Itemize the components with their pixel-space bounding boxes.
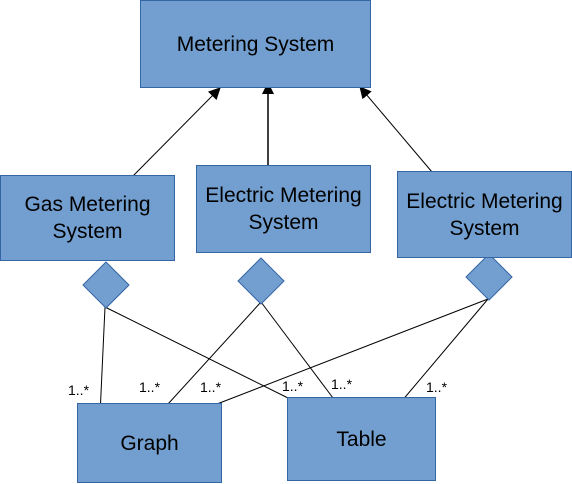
class-gas-metering-system-label: Gas Metering System <box>24 193 151 243</box>
class-graph[interactable]: Graph <box>77 403 222 483</box>
class-electric-metering-system-1-label: Electric Metering System <box>205 184 362 234</box>
aggregation-diamond-electric-1 <box>237 257 285 305</box>
aggregation-line-electric1-graph <box>157 301 262 416</box>
class-electric-metering-system-2-label: Electric Metering System <box>406 189 563 240</box>
inheritance-arrow-electric-2 <box>359 86 433 173</box>
aggregation-diamond-electric-2 <box>465 253 513 301</box>
class-graph-label: Graph <box>120 431 179 455</box>
aggregation-line-gas-table <box>104 306 289 399</box>
class-metering-system[interactable]: Metering System <box>140 0 371 88</box>
multiplicity-electric1-graph: 1..* <box>139 379 161 395</box>
aggregation-line-electric1-table <box>260 301 334 399</box>
class-table[interactable]: Table <box>287 397 436 481</box>
aggregation-line-gas-graph <box>99 306 106 416</box>
class-electric-metering-system-2[interactable]: Electric Metering System <box>397 171 572 258</box>
multiplicity-electric2-graph: 1..* <box>200 379 222 395</box>
multiplicity-gas-graph: 1..* <box>68 382 90 398</box>
class-gas-metering-system[interactable]: Gas Metering System <box>0 175 175 261</box>
class-metering-system-label: Metering System <box>176 32 335 56</box>
class-electric-metering-system-1[interactable]: Electric Metering System <box>196 165 371 253</box>
aggregation-diamond-gas <box>82 261 130 309</box>
aggregation-line-electric2-graph <box>216 298 489 405</box>
multiplicity-electric2-table: 1..* <box>426 379 448 395</box>
class-table-label: Table <box>336 427 387 451</box>
multiplicity-gas-table: 1..* <box>282 378 304 394</box>
multiplicity-electric1-table: 1..* <box>331 376 353 392</box>
inheritance-arrow-gas <box>132 87 221 177</box>
aggregation-line-electric2-table <box>400 298 489 403</box>
